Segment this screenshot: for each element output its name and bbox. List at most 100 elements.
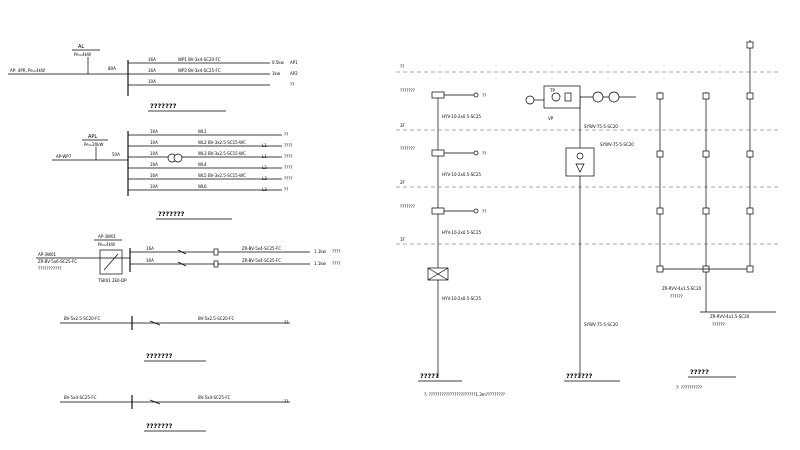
svg-text:WL6: WL6 — [198, 184, 207, 189]
general-note: ?: ??????????????????????1.3m????????? — [424, 392, 505, 397]
security-cable-label: ZR-RVV-4x1.5-SC20 — [662, 286, 702, 291]
security-device-icon — [656, 207, 664, 215]
svg-text:L1: L1 — [262, 154, 267, 159]
phone-junction-box-1f — [431, 207, 445, 215]
security-device-icon — [746, 41, 754, 49]
security-device-icon — [746, 92, 754, 100]
svg-text:WL1: WL1 — [198, 129, 207, 134]
lighting-incoming: AP: 4PR, Pe=4kW — [10, 68, 45, 73]
svg-text:16A: 16A — [146, 246, 154, 251]
svg-text:16A: 16A — [150, 162, 158, 167]
svg-text:WL5 BV-3x2.5-SC15-WC: WL5 BV-3x2.5-SC15-WC — [198, 173, 246, 178]
contactor-2 — [213, 260, 219, 268]
tv-cable-main: SYWV-75-5-SC20 — [584, 322, 618, 327]
tv-cable-mid: SYWV-75-5-SC20 — [600, 142, 634, 147]
security-device-icon — [656, 150, 664, 158]
tv-outlet-icon — [608, 91, 620, 103]
svg-text:1.1kw: 1.1kw — [314, 261, 327, 266]
lighting-top-sub: Pe=4kW — [74, 52, 91, 57]
svg-text:L3: L3 — [262, 187, 267, 192]
phone-outlet-icon — [473, 208, 479, 214]
control-top-label: AP-3W01 — [98, 234, 117, 239]
svg-text:16A: 16A — [150, 173, 158, 178]
svg-text:????: ???? — [332, 249, 341, 254]
svg-text:ZR-BV-5x4-SC25-FC: ZR-BV-5x4-SC25-FC — [242, 246, 281, 251]
fan-title-2: ??????? — [146, 422, 173, 430]
floor-label-3f: 3F — [400, 123, 406, 128]
svg-text:BV-5x2.5-SC20-FC: BV-5x2.5-SC20-FC — [198, 316, 234, 321]
security-device-icon — [746, 207, 754, 215]
svg-text:10A: 10A — [150, 140, 158, 145]
svg-text:??: ?? — [482, 209, 486, 214]
power-panel-diagram: APL Pe=20kW AP-WP7 50A 16A WL1 ?? 10A WL… — [52, 129, 293, 220]
phone-junction-box-3f — [431, 91, 445, 99]
phone-junction-box-2f — [431, 149, 445, 157]
svg-text:16A: 16A — [146, 258, 154, 263]
svg-text:BV-5x2.5-SC20-FC: BV-5x2.5-SC20-FC — [64, 316, 100, 321]
svg-text:16A: 16A — [150, 129, 158, 134]
phone-cable-main: HYV-10-2x0.5-SC25 — [442, 296, 482, 301]
svg-text:16A: 16A — [148, 57, 156, 62]
svg-text:VP: VP — [548, 116, 554, 121]
svg-text:1.1kw: 1.1kw — [314, 249, 327, 254]
lighting-cable-1: WP1 BV-3x4-SC20-FC — [178, 57, 221, 62]
phone-outlet-icon — [473, 150, 479, 156]
phone-title: ????? — [420, 372, 439, 380]
security-device-icon — [702, 92, 710, 100]
phone-cable-2f: HYV-10-2x0.5-SC25 — [442, 172, 482, 177]
svg-text:????: ???? — [284, 176, 293, 181]
fan-control-diagram-1: BV-5x2.5-SC20-FC BV-5x2.5-SC20-FC ?? ???… — [60, 316, 290, 362]
security-title: ????? — [690, 368, 709, 376]
svg-text:10A: 10A — [150, 151, 158, 156]
power-top-label: APL — [88, 134, 97, 140]
svg-text:1kw: 1kw — [272, 71, 281, 76]
svg-text:??: ?? — [482, 151, 486, 156]
control-panel-caption: TSK01 2E0-DP — [97, 278, 127, 283]
phone-cable-3f: HYV-10-2x0.5-SC25 — [442, 114, 482, 119]
control-incoming: ZR-BV-5x6-SC25-FC — [38, 259, 77, 264]
telephone-system-diagram: ?? ?? ?? ??????? ??????? ??????? HYV-10-… — [400, 88, 486, 382]
svg-text:????: ???? — [332, 261, 341, 266]
svg-text:ZR-BV-5x4-SC25-FC: ZR-BV-5x4-SC25-FC — [242, 258, 281, 263]
svg-text:??????: ?????? — [670, 294, 683, 299]
lighting-main-breaker: 80A — [108, 66, 116, 71]
lighting-top-label: AL — [78, 44, 84, 50]
floor-lines: ?? 3F 2F 1F — [396, 64, 778, 245]
lighting-title: ??????? — [150, 102, 177, 110]
phone-outlet-icon — [473, 92, 479, 98]
svg-text:??: ?? — [290, 82, 294, 87]
svg-text:WL3 BV-3x2.5-SC15-WC: WL3 BV-3x2.5-SC15-WC — [198, 151, 246, 156]
svg-text:WL4: WL4 — [198, 162, 207, 167]
fan-title-1: ??????? — [146, 352, 173, 360]
svg-text:??: ?? — [284, 399, 288, 404]
control-note: ??????????? — [38, 266, 61, 271]
svg-text:10A: 10A — [148, 79, 156, 84]
floor-label-roof: ?? — [400, 64, 404, 69]
svg-text:??: ?? — [482, 93, 486, 98]
power-incoming: AP-WP7 — [56, 154, 72, 159]
svg-text:AP-3W01: AP-3W01 — [38, 252, 57, 257]
tv-system-diagram: TP VP SYWV-75-5-SC20 SYWV-75-5-SC20 SYWV… — [525, 85, 636, 382]
svg-text:10A: 10A — [150, 184, 158, 189]
power-main-breaker: 50A — [112, 152, 120, 157]
antenna-icon — [525, 95, 535, 105]
control-box-diagram: AP-3W01 Pe=4kW TSK01 2E0-DP AP-3W01 ZR-B… — [36, 234, 341, 283]
svg-text:???????: ??????? — [400, 204, 415, 209]
lighting-panel-diagram: AL Pe=4kW AP: 4PR, Pe=4kW 80A 16A WP1 BV… — [8, 44, 298, 112]
phone-cable-1f: HYV-10-2x0.5-SC25 — [442, 230, 482, 235]
floor-label-1f: 1F — [400, 237, 406, 242]
security-device-icon — [656, 265, 664, 273]
tv-cable-upper: SYWV-75-5-SC20 — [584, 124, 618, 129]
security-device-icon — [656, 92, 664, 100]
security-device-icon — [702, 207, 710, 215]
svg-text:TP: TP — [549, 88, 555, 93]
svg-text:BV-5x4-SC25-FC: BV-5x4-SC25-FC — [198, 395, 231, 400]
security-note: ?: ?????????? — [676, 385, 702, 390]
svg-text:??: ?? — [284, 320, 288, 325]
svg-text:????: ???? — [284, 165, 293, 170]
svg-text:L3: L3 — [262, 176, 267, 181]
svg-text:???????: ??????? — [400, 88, 415, 93]
security-system-diagram: ZR-RVV-4x1.5-SC20 ?????? ZR-RVV-4x1.5-SC… — [656, 40, 776, 390]
svg-text:AP1: AP1 — [290, 60, 298, 65]
security-device-icon — [746, 265, 754, 273]
